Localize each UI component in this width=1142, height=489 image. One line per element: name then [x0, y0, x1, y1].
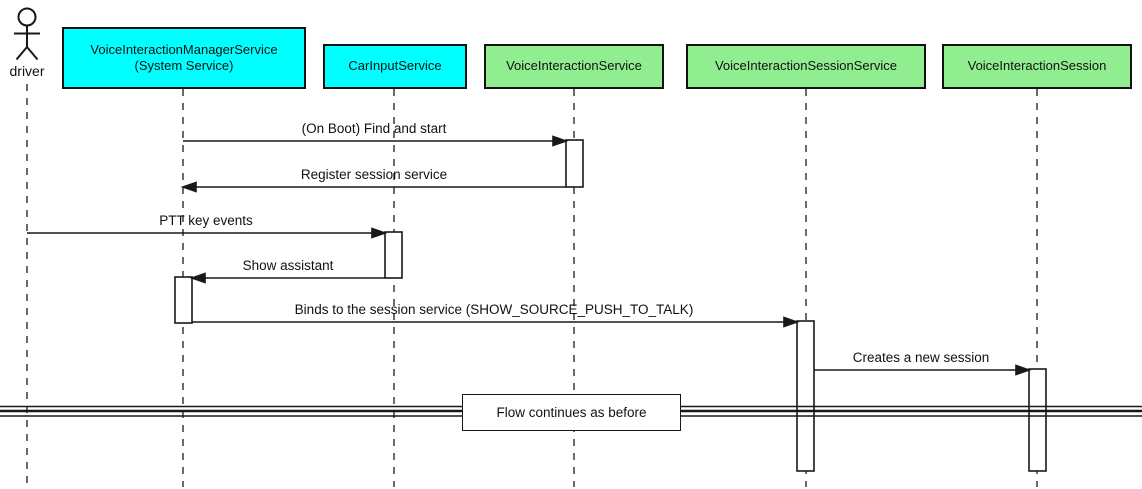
actor-label: driver	[9, 63, 45, 79]
participant-voiceinteractionmanagerservice: VoiceInteractionManagerService (System S…	[62, 27, 306, 89]
message-label-register-session-service: Register session service	[300, 167, 448, 182]
activation-bar-voiceinteractionservice	[565, 139, 584, 188]
divider-box: Flow continues as before	[462, 394, 681, 431]
message-arrow-register-session-service	[180, 181, 566, 193]
participant-voiceinteractionsessionservice: VoiceInteractionSessionService	[686, 44, 926, 89]
message-label-on-boot-find-and-start: (On Boot) Find and start	[301, 121, 447, 136]
activation-bar-carinputservice	[384, 231, 403, 279]
participant-carinputservice: CarInputService	[323, 44, 467, 89]
message-arrow-creates-a-new-session	[814, 364, 1032, 376]
participant-label: VoiceInteractionService	[506, 58, 642, 74]
participant-voiceinteractionservice: VoiceInteractionService	[484, 44, 664, 89]
participant-label: VoiceInteractionManagerService	[90, 41, 278, 57]
actor-icon	[14, 7, 40, 61]
message-arrow-binds-to-session-service	[192, 316, 800, 328]
message-label-show-assistant: Show assistant	[242, 258, 334, 273]
participant-label: VoiceInteractionSessionService	[714, 58, 898, 74]
message-arrow-show-assistant	[189, 272, 385, 284]
message-label-ptt-key-events: PTT key events	[159, 213, 253, 228]
divider-label: Flow continues as before	[496, 405, 647, 420]
participant-label: CarInputService	[348, 58, 442, 74]
participant-label-line2: (System Service)	[134, 58, 234, 73]
message-arrow-ptt-key-events	[27, 227, 388, 239]
participant-label: VoiceInteractionSession	[967, 58, 1107, 74]
activation-bar-voiceinteractionmanagerservice	[174, 276, 193, 324]
message-arrow-on-boot-find-and-start	[183, 135, 569, 147]
activation-bar-voiceinteractionsessionservice	[796, 320, 815, 472]
activation-bar-voiceinteractionsession	[1028, 368, 1047, 472]
participant-voiceinteractionsession: VoiceInteractionSession	[942, 44, 1132, 89]
message-label-creates-a-new-session: Creates a new session	[852, 350, 990, 365]
message-label-binds-to-session-service: Binds to the session service (SHOW_SOURC…	[294, 302, 694, 317]
